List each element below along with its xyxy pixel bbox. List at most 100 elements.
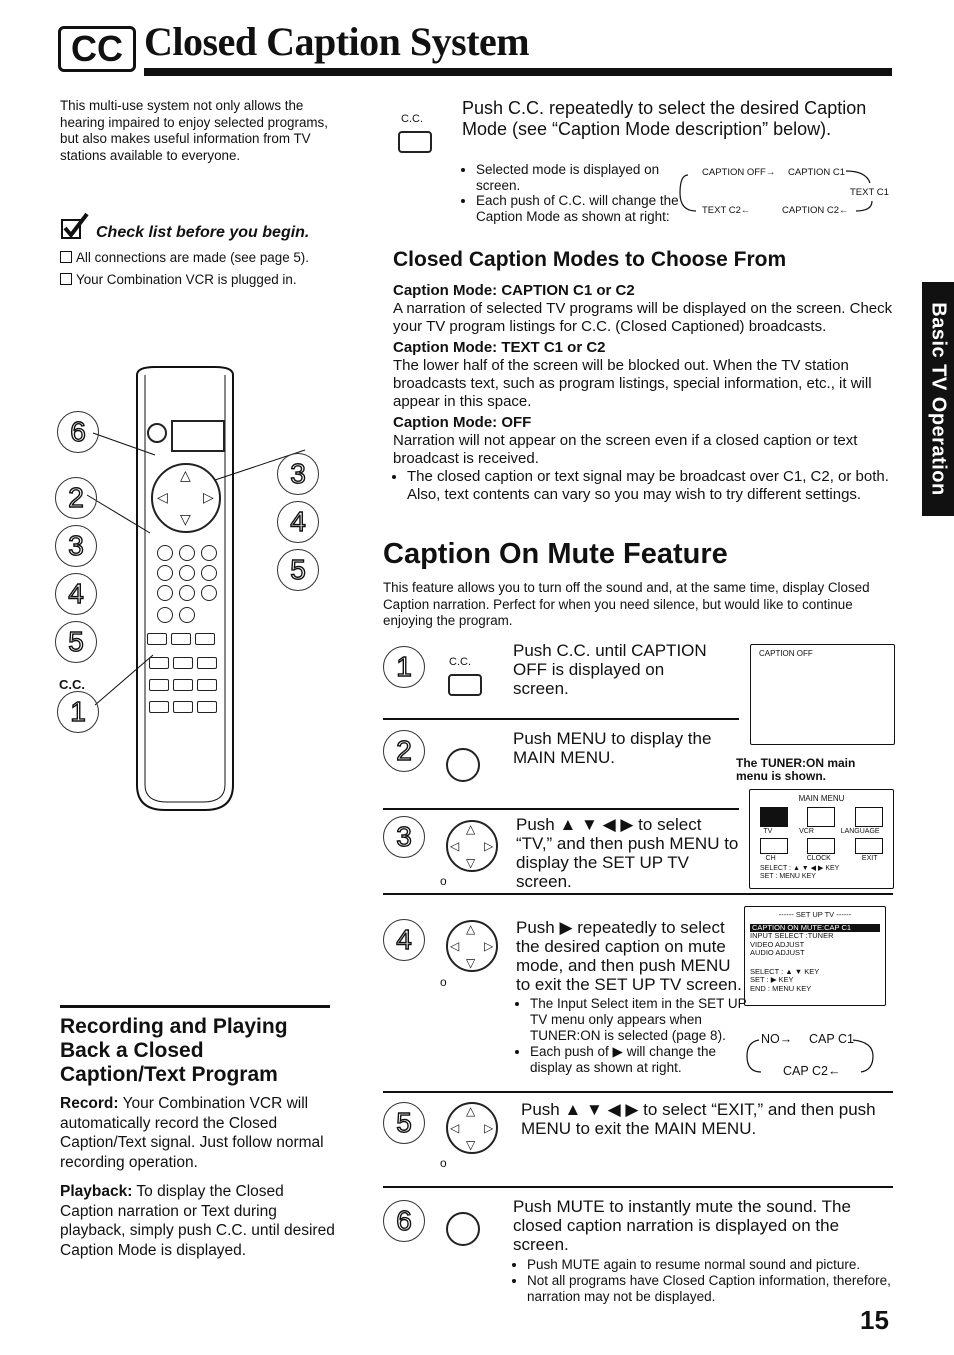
- dpad-icon: △ ▽ ◁ ▷: [151, 463, 221, 533]
- cc-button-icon: [448, 674, 482, 696]
- bullet-item: The Input Select item in the SET UP TV m…: [530, 996, 755, 1044]
- cycle-no: NO→: [761, 1032, 793, 1046]
- step-rule: [383, 808, 739, 810]
- right-arrow-icon: ▷: [484, 1121, 494, 1135]
- step-6-text: Push MUTE to instantly mute the sound. T…: [513, 1197, 851, 1254]
- step-5-text: Push ▲ ▼ ◀ ▶ to select “EXIT,” and then …: [521, 1100, 876, 1138]
- bullet-item: Not all programs have Closed Caption inf…: [527, 1273, 917, 1305]
- checklist-header: Check list before you begin.: [60, 212, 350, 242]
- cc-key-icon: [147, 633, 167, 645]
- mode-heading: Caption Mode: CAPTION C1 or C2: [393, 282, 635, 299]
- modes-title: Closed Caption Modes to Choose From: [393, 248, 787, 271]
- caption-cycle-diagram: CAPTION OFF→ CAPTION C1 TEXT C1 CAPTION …: [676, 163, 892, 223]
- cc-logo: CC: [58, 26, 136, 72]
- key-icon: [173, 657, 193, 669]
- mute-button-icon: [446, 1212, 480, 1246]
- menu-dot-icon: o: [440, 874, 447, 888]
- cc-button-icon: [398, 131, 432, 153]
- callout-5: 5: [277, 549, 319, 591]
- digit-button-icon: [157, 545, 173, 561]
- step-rule: [383, 718, 739, 720]
- left-arrow-icon: ◁: [450, 839, 460, 853]
- setup-tv-screen: ------ SET UP TV ------ CAPTION ON MUTE:…: [744, 906, 886, 1006]
- mode-text: A narration of selected TV programs will…: [393, 300, 893, 335]
- key-icon: [173, 679, 193, 691]
- dpad-icon: △ ▽ ◁ ▷: [446, 920, 498, 972]
- cycle-text-c1: TEXT C1: [850, 187, 889, 198]
- cycle-cap-c1: CAP C1: [809, 1032, 854, 1046]
- left-arrow-icon: ◁: [157, 489, 168, 505]
- up-arrow-icon: △: [466, 1104, 476, 1118]
- step-2-text: Push MENU to display the MAIN MENU.: [513, 729, 712, 767]
- bullet-item: Each push of ▶ will change the display a…: [530, 1044, 755, 1076]
- step-number-1: 1: [383, 646, 425, 688]
- clock-icon: [807, 838, 836, 854]
- modes-note: The closed caption or text signal may be…: [393, 468, 908, 504]
- step-3-text: Push ▲ ▼ ◀ ▶ to select “TV,” and then pu…: [516, 815, 739, 891]
- caption-on-mute-row: CAPTION ON MUTE:CAP C1: [750, 923, 880, 932]
- bullet-item: Each push of C.C. will change the Captio…: [476, 193, 686, 224]
- menu-dot-icon: o: [440, 1156, 447, 1170]
- callout-6: 6: [57, 411, 99, 453]
- left-arrow-icon: ◁: [450, 1121, 460, 1135]
- mode-text: The lower half of the screen will be blo…: [393, 357, 872, 410]
- mute-title: Caption On Mute Feature: [383, 538, 728, 570]
- main-menu-title: MAIN MENU: [798, 794, 845, 803]
- key-icon: [149, 657, 169, 669]
- checklist-title: Check list before you begin.: [96, 224, 310, 241]
- playback-paragraph: Playback: To display the Closed Caption …: [60, 1183, 335, 1259]
- power-button-icon: [147, 423, 167, 443]
- setup-row: INPUT SELECT :TUNER: [750, 931, 834, 940]
- down-arrow-icon: ▽: [466, 956, 476, 970]
- step-1-text: Push C.C. until CAPTION OFF is displayed…: [513, 641, 707, 698]
- key-icon: [197, 657, 217, 669]
- page-number: 15: [860, 1305, 889, 1335]
- digit-button-icon: [157, 565, 173, 581]
- tv-icon: [759, 807, 788, 827]
- digit-button-icon: [179, 565, 195, 581]
- page-title: Closed Caption System: [144, 19, 530, 64]
- cycle-arrows-icon: [679, 170, 873, 212]
- cycle-caption-off: CAPTION OFF→: [702, 167, 776, 178]
- right-arrow-icon: ▷: [203, 489, 214, 505]
- callout-4: 4: [55, 573, 97, 615]
- digit-button-icon: [157, 585, 173, 601]
- step-number-4: 4: [383, 919, 425, 961]
- right-arrow-icon: ▷: [484, 939, 494, 953]
- checkbox-icon: [60, 272, 72, 285]
- key-icon: [195, 633, 215, 645]
- cycle-caption-c2: CAPTION C2←: [782, 205, 849, 216]
- setup-row: VIDEO ADJUST: [750, 939, 805, 949]
- callout-1: 1: [57, 691, 99, 733]
- recording-title: Recording and Playing Back a Closed Capt…: [60, 1015, 288, 1086]
- modes-list: Caption Mode: CAPTION C1 or C2 A narrati…: [393, 282, 908, 504]
- right-arrow-icon: ▷: [484, 839, 494, 853]
- down-arrow-icon: ▽: [180, 511, 191, 527]
- key-icon: [149, 679, 169, 691]
- bullet-item: Selected mode is displayed on screen.: [476, 162, 686, 193]
- cycle-caption-c1: CAPTION C1: [788, 167, 846, 178]
- checklist: Check list before you begin. All connect…: [60, 212, 350, 288]
- main-menu-icons2: [750, 838, 893, 854]
- cc-push-text: Push C.C. repeatedly to select the desir…: [462, 98, 867, 139]
- display-window-icon: [171, 420, 225, 452]
- remote-illustration: △ ▽ ◁ ▷ 6 2 3 4 5 3 4 5 C.C. 1: [55, 365, 320, 815]
- step-number-2: 2: [383, 730, 425, 772]
- checklist-item: Your Combination VCR is plugged in.: [60, 272, 350, 289]
- dpad-icon: △ ▽ ◁ ▷: [446, 820, 498, 872]
- mode-heading: Caption Mode: TEXT C1 or C2: [393, 339, 606, 356]
- cc-push-bullets: Selected mode is displayed on screen. Ea…: [462, 162, 686, 224]
- digit-button-icon: [179, 585, 195, 601]
- setup-row: AUDIO ADJUST: [750, 948, 805, 957]
- side-tab: Basic TV Operation: [922, 282, 954, 516]
- key-icon: [197, 679, 217, 691]
- digit-button-icon: [179, 545, 195, 561]
- checklist-item: All connections are made (see page 5).: [60, 250, 350, 267]
- callout-2: 2: [55, 477, 97, 519]
- down-arrow-icon: ▽: [466, 1138, 476, 1152]
- step-rule: [383, 1186, 893, 1188]
- mode-text: Narration will not appear on the screen …: [393, 432, 858, 467]
- dpad-icon: △ ▽ ◁ ▷: [446, 1102, 498, 1154]
- title-rule: [144, 68, 892, 76]
